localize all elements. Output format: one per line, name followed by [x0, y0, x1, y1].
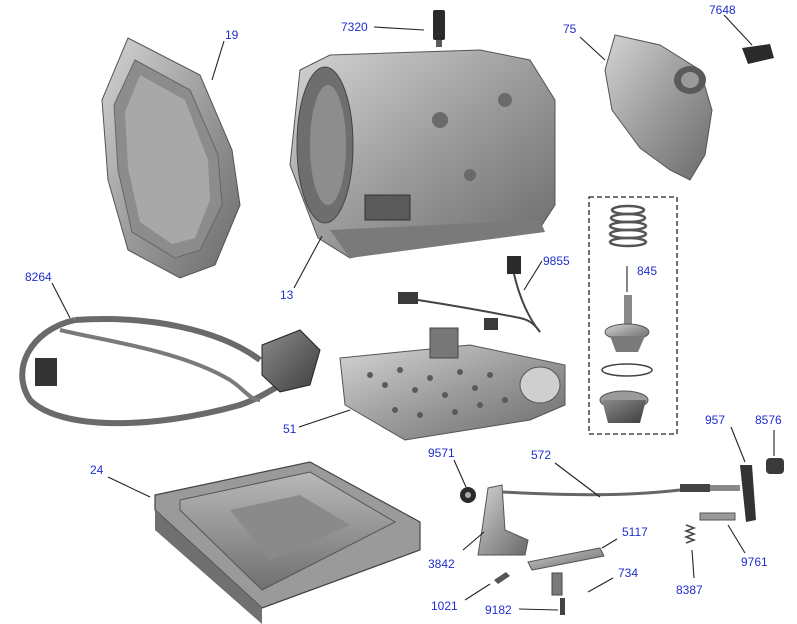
leader-51 — [298, 409, 351, 428]
part-572-cable — [501, 484, 740, 497]
leader-7648 — [723, 14, 753, 46]
callout-8264: 8264 — [25, 270, 52, 284]
part-7648-speed-sensor — [742, 44, 774, 64]
callout-19: 19 — [225, 28, 239, 42]
leader-734 — [587, 577, 614, 593]
callout-7648: 7648 — [709, 3, 736, 17]
leader-1021 — [464, 583, 491, 601]
callout-9571: 9571 — [428, 446, 455, 460]
leader-8387 — [691, 549, 695, 579]
part-19-converter-housing — [101, 37, 241, 279]
part-1021-clip — [494, 572, 510, 584]
callout-75: 75 — [563, 22, 577, 36]
leader-9571 — [453, 459, 467, 488]
part-9182-bolt — [560, 598, 565, 615]
callout-8387: 8387 — [676, 583, 703, 597]
part-9761-pin — [699, 512, 736, 521]
callout-5117: 5117 — [622, 525, 648, 539]
callout-957: 957 — [705, 413, 726, 427]
callout-24: 24 — [90, 463, 104, 477]
leader-9855 — [523, 260, 543, 291]
callout-7320: 7320 — [341, 20, 368, 34]
part-51-valve-body — [339, 327, 566, 441]
leader-24 — [107, 476, 151, 498]
callout-13: 13 — [280, 288, 294, 302]
part-3842-bracket — [477, 484, 529, 556]
part-845-accumulator-group — [588, 196, 678, 435]
part-957-lever — [740, 465, 756, 522]
leader-75 — [579, 36, 606, 61]
callout-9761: 9761 — [741, 555, 768, 569]
leader-957 — [730, 426, 746, 463]
part-8264-wiring-harness — [19, 316, 321, 427]
accumulator-spring — [608, 204, 648, 248]
leader-572 — [554, 462, 601, 498]
leader-9761 — [727, 524, 746, 554]
leader-13 — [293, 235, 323, 289]
part-734-pin — [551, 572, 563, 596]
callout-51: 51 — [283, 422, 297, 436]
part-13-transmission-case — [289, 49, 556, 259]
callout-8576: 8576 — [755, 413, 782, 427]
part-24-oil-pan — [154, 461, 421, 624]
callout-845: 845 — [637, 264, 658, 278]
callout-3842: 3842 — [428, 557, 455, 571]
part-9571-nut — [460, 487, 476, 503]
part-8387-spring — [683, 524, 697, 544]
leader-9182 — [518, 608, 559, 611]
callout-9855: 9855 — [543, 254, 570, 268]
leader-lines — [51, 14, 775, 611]
leader-3842 — [462, 531, 485, 551]
part-75-extension-housing — [604, 34, 713, 181]
leader-5117 — [601, 538, 618, 549]
leader-8264 — [51, 282, 71, 319]
part-9855-wiring — [398, 256, 541, 333]
part-7320-sensor — [433, 10, 445, 47]
callout-9182: 9182 — [485, 603, 512, 617]
callout-734: 734 — [618, 566, 639, 580]
callout-1021: 1021 — [431, 599, 458, 613]
callout-572: 572 — [531, 448, 552, 462]
leader-19 — [211, 40, 225, 81]
part-8576-bushing — [766, 458, 784, 474]
leader-7320 — [373, 26, 425, 31]
part-5117-link — [527, 547, 605, 571]
